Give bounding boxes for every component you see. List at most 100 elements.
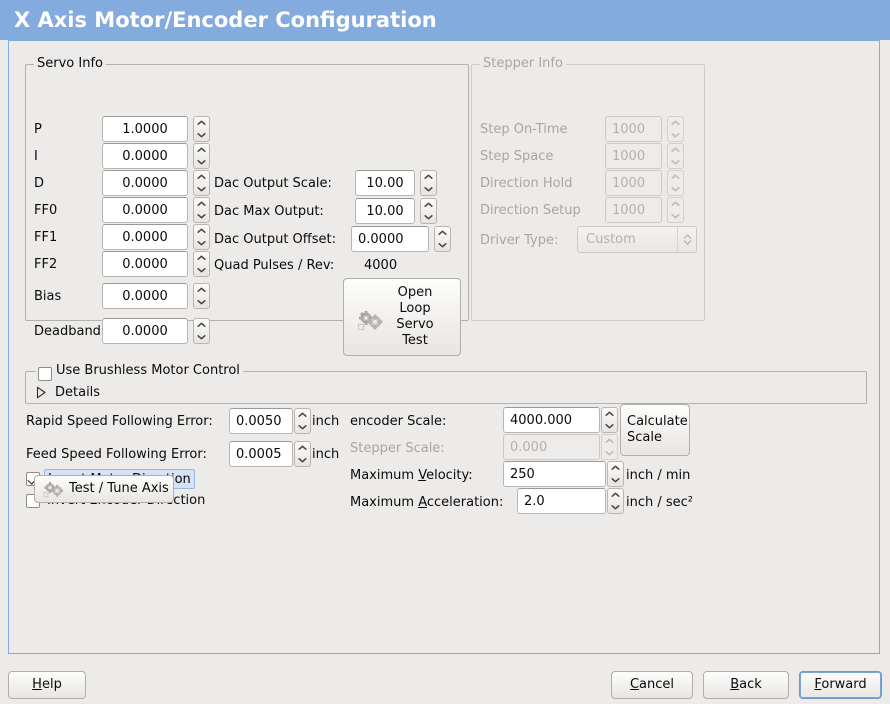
- spin-down-icon[interactable]: [194, 156, 209, 168]
- details-label[interactable]: Details: [55, 385, 101, 400]
- spin-up-icon[interactable]: [194, 284, 209, 296]
- encoder-scale-input[interactable]: 4000.000: [503, 407, 600, 433]
- feed-speed-following-error-spinner[interactable]: [294, 441, 311, 467]
- forward-button[interactable]: Forward: [799, 671, 882, 699]
- spin-down-icon[interactable]: [608, 501, 623, 513]
- encoder-scale-spinner[interactable]: [601, 407, 618, 433]
- servo-spinner-p[interactable]: [193, 116, 210, 142]
- stepper-scale-spinner[interactable]: [601, 434, 618, 460]
- dac-max-output-input[interactable]: 10.00: [355, 198, 415, 224]
- dac-max-output-spinner[interactable]: [420, 198, 437, 224]
- spin-down-icon[interactable]: [194, 210, 209, 222]
- help-button[interactable]: Help: [8, 671, 86, 699]
- spin-up-icon[interactable]: [194, 144, 209, 156]
- spin-down-icon[interactable]: [602, 420, 617, 432]
- step-space-spinner[interactable]: [667, 143, 684, 169]
- spin-down-icon[interactable]: [295, 454, 310, 466]
- cancel-button[interactable]: Cancel: [611, 671, 693, 699]
- spin-down-icon[interactable]: [194, 296, 209, 308]
- spin-up-icon[interactable]: [602, 408, 617, 420]
- gears-icon: [42, 480, 66, 504]
- spin-up-icon[interactable]: [194, 225, 209, 237]
- spin-up-icon[interactable]: [194, 198, 209, 210]
- rapid-speed-following-error-spinner[interactable]: [294, 408, 311, 434]
- spin-up-icon[interactable]: [194, 319, 209, 331]
- dac-output-offset-spinner[interactable]: [434, 226, 451, 252]
- dac-output-scale-input[interactable]: 10.00: [355, 170, 415, 196]
- spin-up-icon[interactable]: [608, 462, 623, 474]
- spin-up-icon[interactable]: [295, 409, 310, 421]
- spin-up-icon[interactable]: [295, 442, 310, 454]
- maximum-acceleration-input[interactable]: 2.0: [517, 488, 606, 514]
- servo-label-deadband: Deadband: [34, 324, 101, 339]
- feed-speed-following-error-input[interactable]: 0.0005: [229, 441, 293, 467]
- spin-down-icon[interactable]: [194, 237, 209, 249]
- test-tune-axis-button[interactable]: Test / Tune Axis: [34, 475, 174, 503]
- spin-up-icon[interactable]: [421, 199, 436, 211]
- spin-up-icon[interactable]: [194, 171, 209, 183]
- spin-up-icon[interactable]: [421, 171, 436, 183]
- spin-down-icon[interactable]: [194, 183, 209, 195]
- stepper-info-legend: Stepper Info: [480, 56, 566, 71]
- spin-up-icon[interactable]: [602, 435, 617, 447]
- spin-down-icon[interactable]: [435, 239, 450, 251]
- spin-down-icon[interactable]: [668, 156, 683, 168]
- spin-up-icon[interactable]: [668, 171, 683, 183]
- servo-spinner-ff2[interactable]: [193, 251, 210, 277]
- stepper-scale-input[interactable]: 0.000: [503, 434, 600, 460]
- direction-hold-input[interactable]: 1000: [605, 170, 662, 196]
- spin-up-icon[interactable]: [668, 198, 683, 210]
- details-expander-icon[interactable]: [36, 386, 47, 399]
- servo-input-p[interactable]: 1.0000: [102, 116, 188, 142]
- servo-input-d[interactable]: 0.0000: [102, 170, 188, 196]
- spin-down-icon[interactable]: [608, 474, 623, 486]
- spin-down-icon[interactable]: [194, 331, 209, 343]
- spin-down-icon[interactable]: [194, 264, 209, 276]
- spin-down-icon[interactable]: [668, 183, 683, 195]
- servo-spinner-ff0[interactable]: [193, 197, 210, 223]
- direction-setup-spinner[interactable]: [667, 197, 684, 223]
- spin-up-icon[interactable]: [194, 117, 209, 129]
- servo-label-ff2: FF2: [34, 257, 58, 272]
- step-space-input[interactable]: 1000: [605, 143, 662, 169]
- spin-up-icon[interactable]: [608, 489, 623, 501]
- spin-up-icon[interactable]: [668, 144, 683, 156]
- rapid-speed-following-error-input[interactable]: 0.0050: [229, 408, 293, 434]
- spin-up-icon[interactable]: [668, 117, 683, 129]
- spin-down-icon[interactable]: [668, 129, 683, 141]
- back-button[interactable]: Back: [703, 671, 789, 699]
- direction-setup-input[interactable]: 1000: [605, 197, 662, 223]
- spin-down-icon[interactable]: [668, 210, 683, 222]
- dac-output-scale-spinner[interactable]: [420, 170, 437, 196]
- calculate-scale-button[interactable]: Calculate Scale: [620, 404, 690, 456]
- spin-down-icon[interactable]: [194, 129, 209, 141]
- spin-down-icon[interactable]: [421, 211, 436, 223]
- maximum-velocity-input[interactable]: 250: [503, 461, 606, 487]
- dac-output-offset-input[interactable]: 0.0000: [351, 226, 429, 252]
- spin-up-icon[interactable]: [435, 227, 450, 239]
- servo-spinner-bias[interactable]: [193, 283, 210, 309]
- servo-label-i: I: [34, 149, 38, 164]
- servo-spinner-d[interactable]: [193, 170, 210, 196]
- servo-spinner-deadband[interactable]: [193, 318, 210, 344]
- maximum-acceleration-spinner[interactable]: [607, 488, 624, 514]
- maximum-velocity-spinner[interactable]: [607, 461, 624, 487]
- open-loop-servo-test-button[interactable]: Open Loop Servo Test: [343, 278, 461, 356]
- servo-input-ff0[interactable]: 0.0000: [102, 197, 188, 223]
- servo-input-i[interactable]: 0.0000: [102, 143, 188, 169]
- servo-input-ff2[interactable]: 0.0000: [102, 251, 188, 277]
- step-on-time-spinner[interactable]: [667, 116, 684, 142]
- direction-hold-spinner[interactable]: [667, 170, 684, 196]
- spin-down-icon[interactable]: [421, 183, 436, 195]
- servo-input-bias[interactable]: 0.0000: [102, 283, 188, 309]
- spin-down-icon[interactable]: [602, 447, 617, 459]
- servo-input-ff1[interactable]: 0.0000: [102, 224, 188, 250]
- use-brushless-motor-control-checkbox[interactable]: [38, 367, 52, 381]
- driver-type-select[interactable]: Custom: [577, 226, 697, 253]
- spin-up-icon[interactable]: [194, 252, 209, 264]
- servo-input-deadband[interactable]: 0.0000: [102, 318, 188, 344]
- servo-spinner-i[interactable]: [193, 143, 210, 169]
- servo-spinner-ff1[interactable]: [193, 224, 210, 250]
- step-on-time-input[interactable]: 1000: [605, 116, 662, 142]
- spin-down-icon[interactable]: [295, 421, 310, 433]
